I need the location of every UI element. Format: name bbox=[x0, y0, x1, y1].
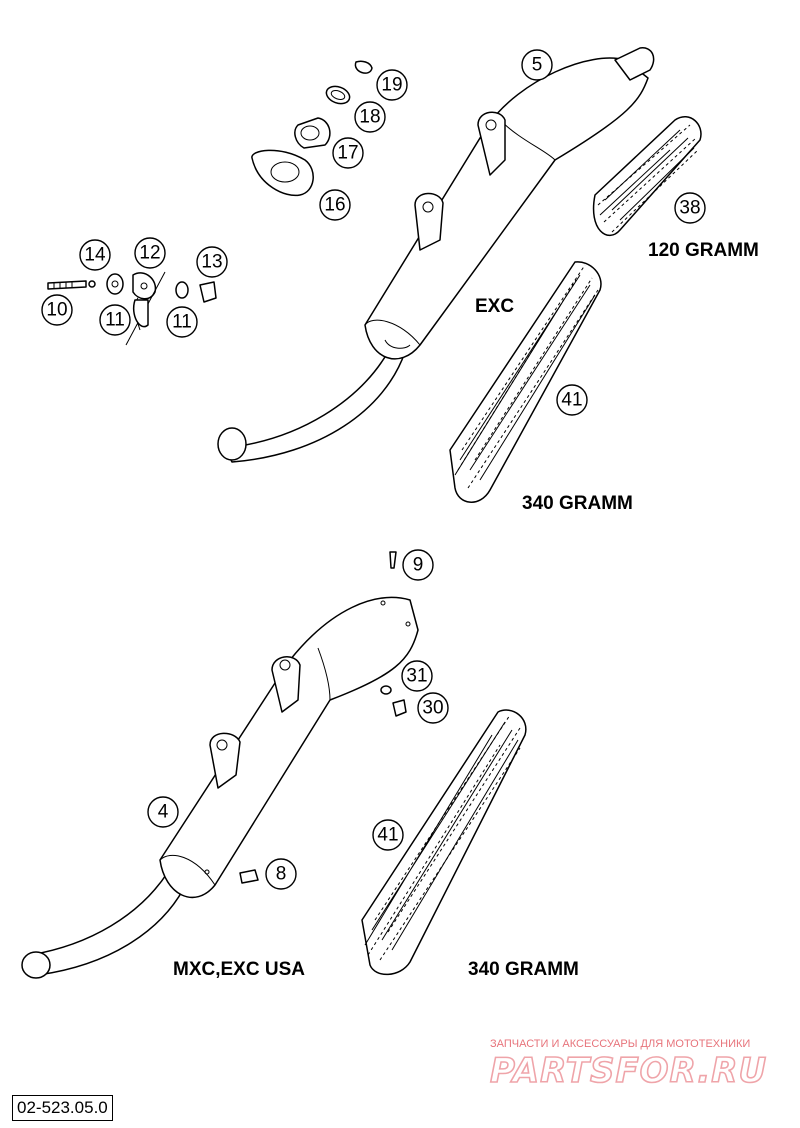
callout-30: 30 bbox=[417, 692, 449, 724]
callout-17: 17 bbox=[332, 137, 364, 169]
callout-14-text: 14 bbox=[84, 245, 106, 266]
label-120-gramm: 120 GRAMM bbox=[648, 240, 759, 261]
callout-38: 38 bbox=[674, 192, 706, 224]
callout-8-text: 8 bbox=[276, 864, 287, 885]
callout-10-text: 10 bbox=[46, 300, 67, 321]
callout-12-text: 12 bbox=[139, 243, 160, 264]
callout-13-text: 13 bbox=[201, 252, 222, 273]
callout-11-left: 11 bbox=[99, 304, 131, 336]
bracket-assembly bbox=[47, 271, 217, 346]
callout-12: 12 bbox=[134, 237, 166, 269]
callout-41-bottom: 41 bbox=[372, 819, 404, 851]
callout-5-text: 5 bbox=[532, 55, 543, 76]
fasteners-bottom bbox=[239, 551, 407, 884]
watermark-brand: PARTSFOR.RU bbox=[490, 1051, 767, 1091]
callout-8: 8 bbox=[265, 858, 297, 890]
callout-13: 13 bbox=[196, 246, 228, 278]
callout-19: 19 bbox=[376, 69, 408, 101]
callout-19-text: 19 bbox=[381, 75, 402, 96]
end-cap-parts bbox=[251, 60, 373, 197]
packing-41-bottom bbox=[361, 709, 527, 976]
label-exc: EXC bbox=[475, 296, 514, 317]
callout-41-bottom-text: 41 bbox=[377, 825, 398, 846]
label-340-gramm-bottom: 340 GRAMM bbox=[468, 959, 579, 980]
callout-18-text: 18 bbox=[359, 107, 380, 128]
callout-31-text: 31 bbox=[406, 666, 427, 687]
label-mxc-exc-usa: MXC,EXC USA bbox=[173, 959, 305, 980]
muffler-bottom bbox=[21, 596, 419, 979]
callout-41-top: 41 bbox=[556, 384, 588, 416]
callout-4: 4 bbox=[147, 796, 179, 828]
packing-38 bbox=[592, 116, 702, 237]
callout-9: 9 bbox=[402, 549, 434, 581]
callout-11-right-text: 11 bbox=[172, 312, 192, 333]
callout-18: 18 bbox=[354, 101, 386, 133]
muffler-top bbox=[217, 47, 655, 463]
callout-16: 16 bbox=[319, 189, 351, 221]
callout-41-top-text: 41 bbox=[561, 390, 582, 411]
callout-30-text: 30 bbox=[422, 698, 443, 719]
callout-9-text: 9 bbox=[413, 555, 424, 576]
callout-17-text: 17 bbox=[337, 143, 358, 164]
callout-38-text: 38 bbox=[679, 198, 700, 219]
watermark-tagline: ЗАПЧАСТИ И АКСЕССУАРЫ ДЛЯ МОТОТЕХНИКИ bbox=[490, 1038, 750, 1050]
callout-31: 31 bbox=[401, 660, 433, 692]
label-340-gramm-top: 340 GRAMM bbox=[522, 493, 633, 514]
callout-5: 5 bbox=[521, 49, 553, 81]
callout-14: 14 bbox=[79, 239, 111, 271]
callout-11-right: 11 bbox=[166, 306, 198, 338]
callout-16-text: 16 bbox=[324, 195, 345, 216]
callout-10: 10 bbox=[41, 294, 73, 326]
packing-41-top bbox=[449, 261, 602, 503]
callout-11-left-text: 11 bbox=[105, 310, 125, 331]
reference-code: 02-523.05.0 bbox=[12, 1095, 113, 1121]
callout-4-text: 4 bbox=[158, 802, 169, 823]
watermark: ЗАПЧАСТИ И АКСЕССУАРЫ ДЛЯ МОТОТЕХНИКИ PA… bbox=[489, 1038, 767, 1092]
